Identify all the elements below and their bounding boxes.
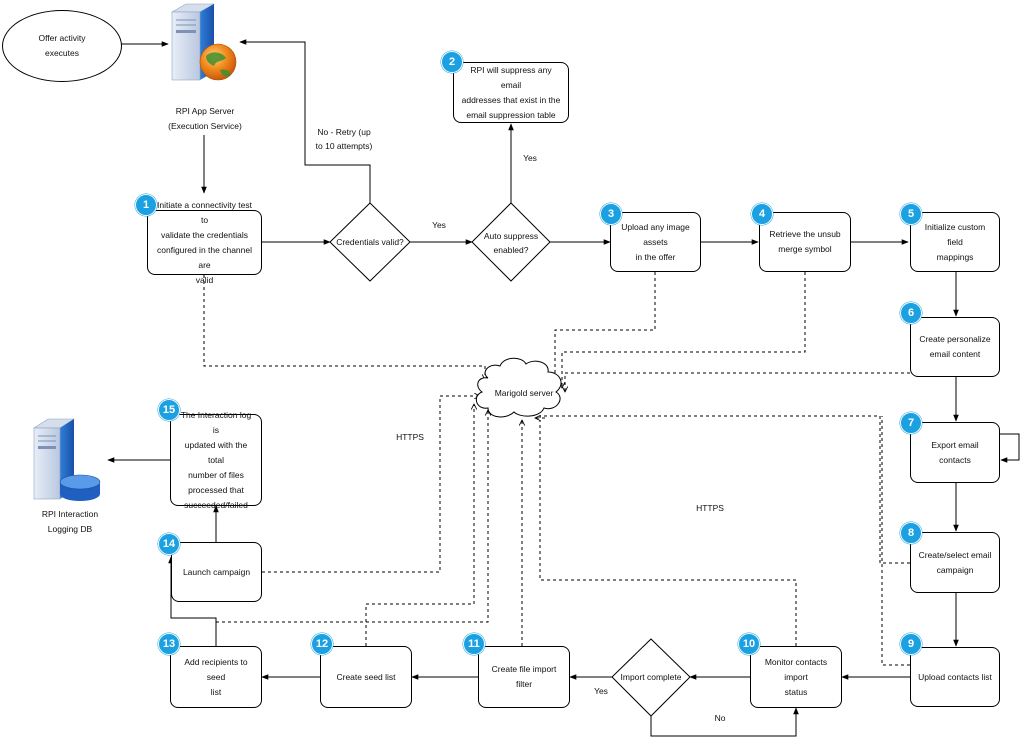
step-3-box: Upload any image assets in the offer <box>610 212 701 272</box>
edge-label-https-right: HTTPS <box>696 503 724 513</box>
step-10-badge: 10 <box>738 633 760 655</box>
step-1-box: Initiate a connectivity test to validate… <box>147 200 262 285</box>
edge-label-https-left: HTTPS <box>396 432 424 442</box>
step-12-badge: 12 <box>311 633 333 655</box>
step-14-box: Launch campaign <box>171 542 262 602</box>
step-7-badge: 7 <box>900 412 922 434</box>
step-9-badge: 9 <box>900 633 922 655</box>
marigold-cloud-icon <box>475 357 562 418</box>
step-10-box: Monitor contacts import status <box>750 646 842 708</box>
app-server-label: RPI App Server (Execution Service) <box>168 106 242 131</box>
step-6-badge: 6 <box>900 302 922 324</box>
step-9-box: Upload contacts list <box>910 647 1000 707</box>
step-11-box: Create file import filter <box>478 646 570 708</box>
step-8-badge: 8 <box>900 522 922 544</box>
decision-credentials <box>329 202 411 282</box>
dashed-connectors <box>203 272 910 666</box>
edge-label-credentials-yes: Yes <box>432 220 446 230</box>
step-6-box: Create personalize email content <box>910 317 1000 377</box>
step-14-badge: 14 <box>158 533 180 555</box>
decision-import-complete <box>611 638 691 717</box>
decision-import-complete-label: Import complete <box>620 672 682 682</box>
start-event: Offer activity executes <box>2 10 122 82</box>
edge-label-import-yes: Yes <box>594 686 608 696</box>
step-3-badge: 3 <box>600 203 622 225</box>
step-11-badge: 11 <box>463 633 485 655</box>
step-2-badge: 2 <box>441 51 463 73</box>
step-7-box: Export email contacts <box>910 422 1000 483</box>
step-15-badge: 15 <box>158 399 180 421</box>
step-4-box: Retrieve the unsub merge symbol <box>759 212 851 272</box>
step-4-badge: 4 <box>751 203 773 225</box>
decision-credentials-label: Credentials valid? <box>336 237 404 247</box>
step-13-badge: 13 <box>158 633 180 655</box>
step-12-box: Create seed list <box>320 646 412 708</box>
edge-label-retry: No - Retry (up to 10 attempts) <box>315 127 373 151</box>
step-15-box: The Interaction log is updated with the … <box>170 410 262 510</box>
step-2-box: RPI will suppress any email addresses th… <box>453 62 569 123</box>
step-1-badge: 1 <box>135 194 157 216</box>
app-server-icon <box>170 3 237 81</box>
edge-label-suppress-yes: Yes <box>523 153 537 163</box>
solid-connectors <box>107 39 1020 737</box>
edge-label-import-no: No <box>714 713 726 723</box>
decision-auto-suppress-label: Auto suppress enabled? <box>483 231 539 255</box>
decision-auto-suppress <box>471 202 551 282</box>
step-5-badge: 5 <box>900 203 922 225</box>
step-13-box: Add recipients to seed list <box>170 646 262 708</box>
cloud-label: Marigold server <box>494 387 554 398</box>
db-label: RPI Interaction Logging DB <box>41 509 99 534</box>
step-5-box: Initialize custom field mappings <box>910 212 1000 272</box>
step-8-box: Create/select email campaign <box>910 532 1000 593</box>
database-server-icon <box>32 418 101 501</box>
